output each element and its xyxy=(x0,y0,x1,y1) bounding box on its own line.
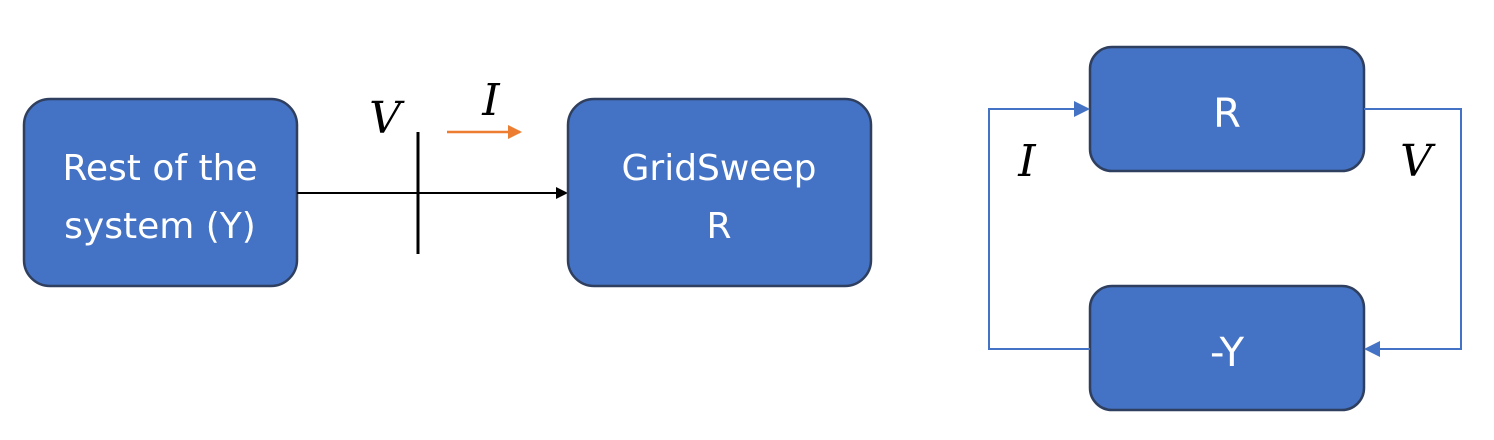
neg-y-block-label: -Y xyxy=(1210,330,1245,376)
feedback-line-left xyxy=(988,101,1090,350)
rest-of-system-box xyxy=(22,97,299,288)
gridsweep-box xyxy=(566,97,873,288)
r-block: R xyxy=(1088,45,1366,173)
voltage-label-right: V xyxy=(1400,136,1436,187)
gridsweep-label-line2: R xyxy=(706,206,731,247)
voltage-label-left: V xyxy=(369,93,405,144)
gridsweep-block: GridSweep R xyxy=(566,97,873,288)
neg-y-block: -Y xyxy=(1088,284,1366,412)
feedback-line-right xyxy=(1364,108,1462,357)
rest-of-system-block: Rest of the system (Y) xyxy=(22,97,299,288)
current-label-left: I xyxy=(481,75,501,126)
rest-of-system-label-line1: Rest of the xyxy=(62,148,257,189)
r-block-label: R xyxy=(1213,91,1241,137)
current-label-right: I xyxy=(1017,136,1037,187)
rest-of-system-label-line2: system (Y) xyxy=(64,206,256,247)
gridsweep-label-line1: GridSweep xyxy=(622,148,817,189)
